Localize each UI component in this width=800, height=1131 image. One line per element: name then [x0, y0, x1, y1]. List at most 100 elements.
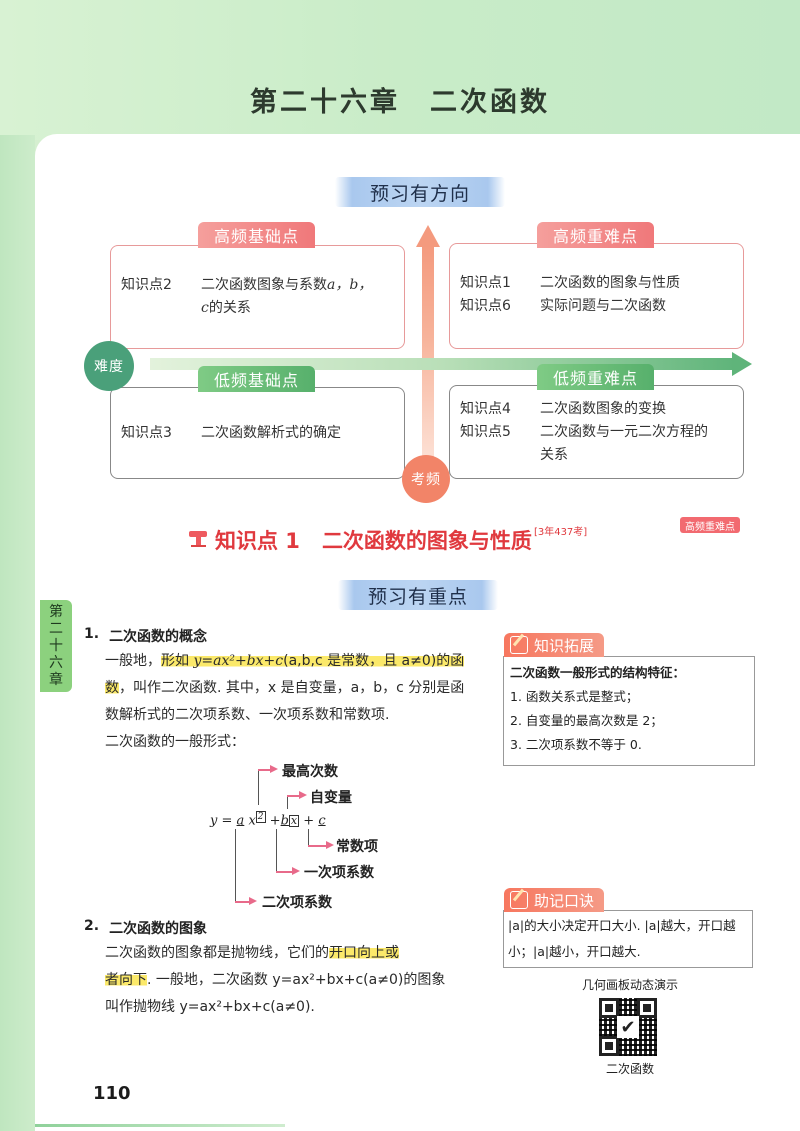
label-linear-coefficient: 一次项系数 — [304, 865, 374, 881]
page-number: 110 — [93, 1083, 131, 1104]
quadrant-low-difficult: 知识点4 二次函数图象的变换 知识点5 二次函数与一元二次方程的关系 — [449, 385, 744, 479]
section-graph: 2. 二次函数的图象 二次函数的图象都是抛物线，它们的开口向上或 者向下. 一般… — [84, 918, 494, 1021]
chapter-title: 第二十六章 二次函数 — [250, 87, 550, 118]
label-variable: 自变量 — [310, 790, 352, 806]
knowledge-point-heading: 知识点 1 二次函数的图象与性质 [3年437考] — [187, 525, 587, 555]
kp-text: 二次函数图象与系数 — [201, 277, 327, 293]
knowledge-extension-box: 二次函数一般形式的结构特征： 1. 函数关系式是整式； 2. 自变量的最高次数是… — [503, 656, 755, 766]
mnemonic-line: 小；|a|越小，开口越大. — [508, 944, 641, 959]
exponent-box: 2 — [255, 811, 266, 823]
text: 数 — [105, 680, 119, 696]
side-tab-char: 第 — [49, 603, 63, 620]
bottom-decorative-strip — [35, 1124, 285, 1127]
frequency-axis-label: 考频 — [402, 455, 450, 503]
kp-text: 二次函数图象的变换 — [540, 401, 666, 417]
tag-high-difficult: 高频重难点 — [537, 222, 655, 248]
preview-focus-title: 预习有重点 — [338, 580, 498, 610]
mnemonic-tag: 助记口诀 — [504, 888, 605, 912]
difficulty-axis-label: 难度 — [84, 341, 134, 391]
side-tab-char: 二 — [49, 620, 63, 637]
knowledge-extension-tag-text: 知识拓展 — [534, 636, 595, 655]
variable-box: x — [288, 814, 300, 828]
checkmark-icon: ✔ — [617, 1016, 639, 1038]
mnemonic-tag-text: 助记口诀 — [534, 891, 595, 910]
pencil-note-icon — [510, 891, 528, 909]
section-heading: 二次函数的概念 — [109, 629, 208, 645]
qr-caption-top: 几何画板动态演示 — [581, 978, 678, 992]
text: 者向下 — [105, 972, 147, 988]
kp-var-c: c — [201, 300, 209, 316]
kp-label: 知识点6 — [460, 298, 511, 314]
kp-text-cont: 关系 — [540, 447, 568, 463]
knowledge-extension-tag: 知识拓展 — [504, 633, 605, 657]
text: ，叫作二次函数. 其中，x 是自变量，a，b，c 分别是函 — [119, 680, 465, 696]
kp-text: 实际问题与二次函数 — [540, 298, 666, 314]
kp-label: 知识点5 — [460, 424, 511, 440]
side-tab-char: 十 — [49, 637, 63, 654]
text: 叫作抛物线 y=ax²+bx+c(a≠0). — [105, 999, 315, 1015]
text: 数解析式的二次项系数、一次项系数和常数项. — [105, 707, 390, 723]
qr-finder-icon — [599, 1036, 619, 1056]
difficulty-axis-arrow-icon — [732, 352, 752, 376]
text: 二次函数的一般形式： — [105, 734, 245, 750]
kp-label: 知识点2 — [121, 277, 172, 293]
graph-paragraph: 二次函数的图象都是抛物线，它们的开口向上或 者向下. 一般地，二次函数 y=ax… — [84, 940, 494, 1021]
eq: = — [221, 813, 233, 829]
kp-text: 二次函数与一元二次方程的 — [540, 424, 708, 440]
extension-item: 2. 自变量的最高次数是 2； — [510, 713, 663, 728]
var-y: y — [210, 813, 218, 829]
qr-finder-icon — [599, 998, 619, 1018]
text: 形如 — [161, 653, 194, 669]
preview-direction-title-text: 预习有方向 — [369, 182, 470, 205]
exam-count: [3年437考] — [533, 527, 588, 538]
kp-label: 知识点3 — [121, 425, 172, 441]
text: . 一般地，二次函数 y=ax²+bx+c(a≠0)的图象 — [147, 972, 446, 988]
section-concept: 1. 二次函数的概念 一般地，形如 y=ax²+bx+c(a,b,c 是常数，且… — [84, 626, 494, 756]
extension-heading: 二次函数一般形式的结构特征： — [510, 665, 686, 680]
preview-direction-title: 预习有方向 — [335, 177, 505, 207]
kp-label: 知识点1 — [460, 275, 511, 291]
mnemonic-line: |a|的大小决定开口大小. |a|越大，开口越 — [508, 918, 736, 933]
kp-text-cont: 的关系 — [208, 300, 251, 316]
tag-low-difficult: 低频重难点 — [537, 364, 655, 390]
qr-code[interactable]: ✔ — [599, 998, 657, 1056]
formula: y=ax²+bx+c — [193, 653, 284, 669]
plus: + — [269, 813, 281, 829]
frequency-axis-arrow-icon — [416, 225, 440, 247]
knowledge-point-label: 知识点 1 — [215, 529, 300, 553]
text: (a,b,c 是常数，且 a≠0)的函 — [283, 653, 465, 669]
chapter-header-band — [0, 0, 800, 140]
var-x: x — [248, 813, 256, 829]
pencil-note-icon — [510, 636, 528, 654]
chapter-side-tab[interactable]: 第 二 十 六 章 — [40, 600, 72, 692]
signpost-icon — [189, 531, 207, 547]
text: 开口向上或 — [329, 945, 399, 961]
kp-vars: a，b， — [327, 277, 373, 293]
plus: + — [303, 813, 315, 829]
preview-focus-title-text: 预习有重点 — [367, 585, 468, 608]
qr-caption-bottom: 二次函数 — [605, 1062, 654, 1076]
mnemonic-box: |a|的大小决定开口大小. |a|越大，开口越 小；|a|越小，开口越大. — [503, 910, 753, 968]
extension-item: 3. 二次项系数不等于 0. — [510, 737, 642, 752]
var-a: a — [236, 813, 245, 829]
knowledge-point-title: 二次函数的图象与性质 — [321, 529, 532, 553]
var-c: c — [318, 813, 326, 829]
kp-label: 知识点4 — [460, 401, 511, 417]
side-tab-char: 六 — [49, 654, 63, 671]
text: 二次函数的图象都是抛物线，它们的 — [105, 945, 329, 961]
var-b: b — [280, 813, 289, 829]
left-margin-strip — [0, 135, 35, 1131]
label-quadratic-coefficient: 二次项系数 — [262, 895, 332, 911]
section-number: 1. — [84, 626, 100, 642]
qr-finder-icon — [637, 998, 657, 1018]
section-number: 2. — [84, 918, 100, 934]
label-constant: 常数项 — [336, 839, 378, 855]
label-highest-degree: 最高次数 — [282, 764, 338, 780]
extension-item: 1. 函数关系式是整式； — [510, 689, 639, 704]
high-frequency-difficult-badge: 高频重难点 — [680, 517, 740, 533]
tag-low-basic: 低频基础点 — [198, 366, 316, 392]
concept-paragraph: 一般地，形如 y=ax²+bx+c(a,b,c 是常数，且 a≠0)的函 数，叫… — [84, 648, 494, 756]
